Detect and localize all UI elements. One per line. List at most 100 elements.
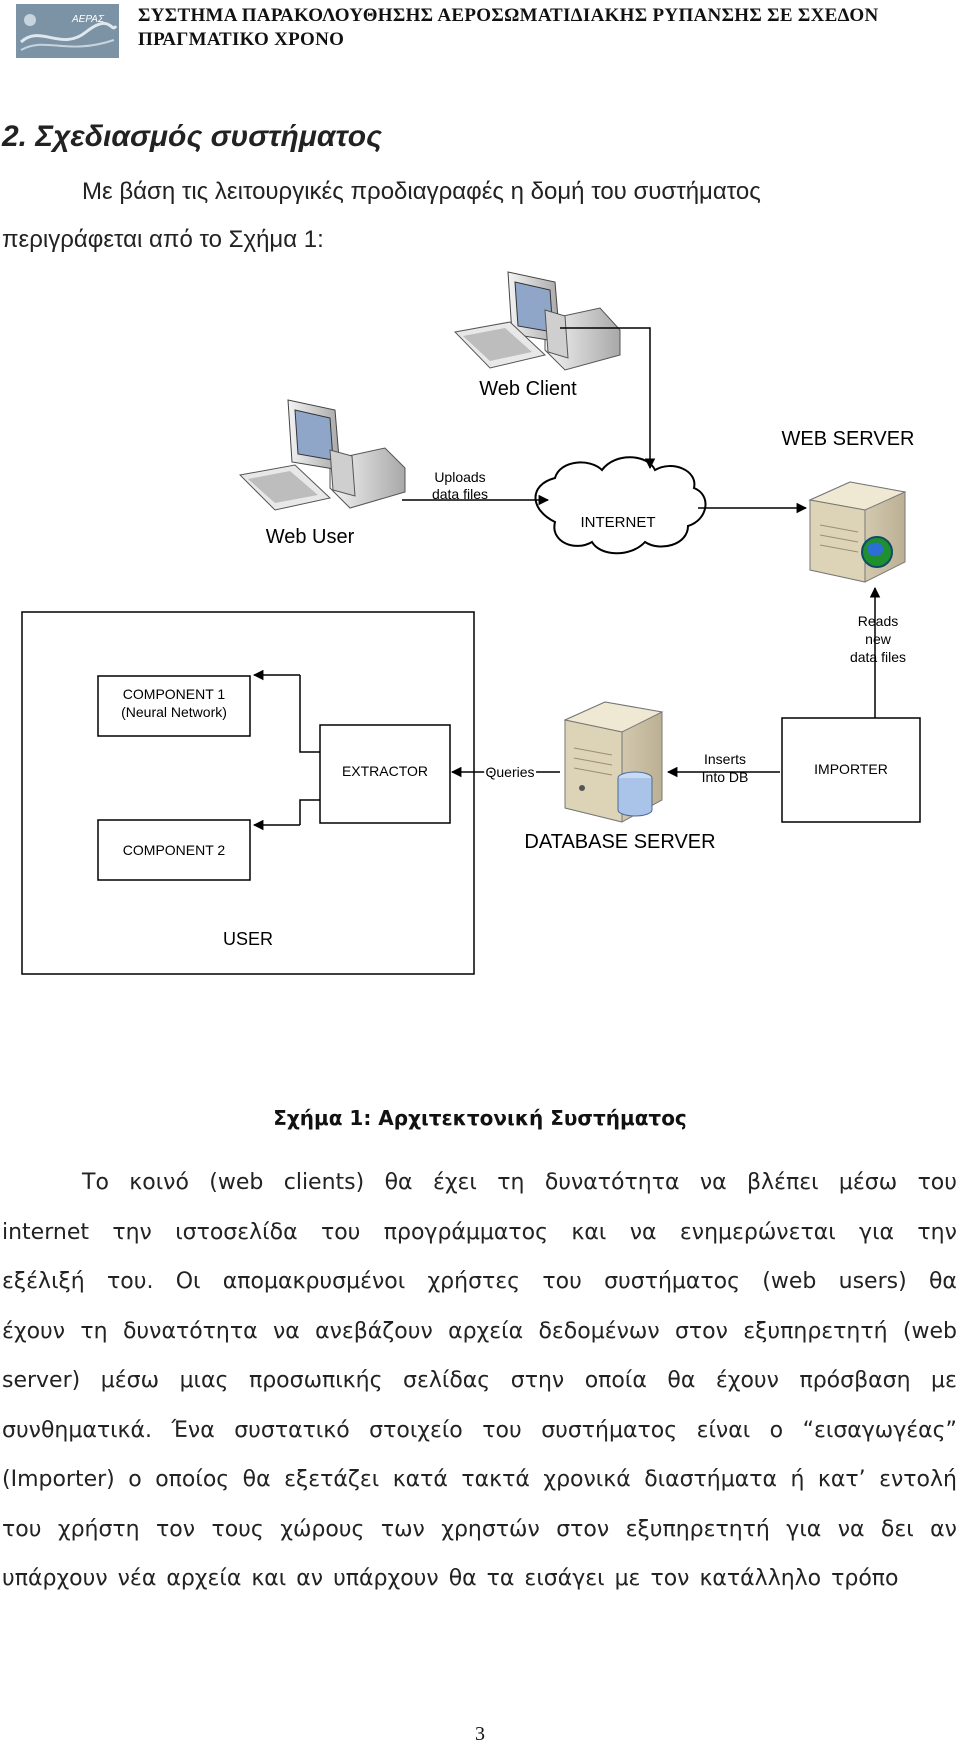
body-word: κατ’	[817, 1467, 866, 1492]
queries-label: Queries	[485, 764, 534, 780]
body-word: δεδομένων	[538, 1318, 660, 1344]
importer-label: IMPORTER	[814, 761, 888, 777]
body-word: συνθηματικά.	[2, 1417, 153, 1443]
intro-paragraph: Με βάση τις λειτουργικές προδιαγραφές η …	[2, 168, 942, 264]
body-word: υπάρχουν	[2, 1566, 108, 1591]
body-word: μέσω	[100, 1368, 160, 1393]
database-server-label: DATABASE SERVER	[524, 831, 715, 853]
body-word: κατά	[392, 1467, 448, 1492]
body-word: δει	[880, 1516, 914, 1542]
extractor-to-component2-arrow	[299, 799, 320, 825]
web-server-label: WEB SERVER	[782, 428, 915, 450]
body-word: τακτά	[461, 1467, 530, 1492]
body-word: εντολή	[879, 1467, 957, 1492]
page-header: ΑΕΡΑΣ ΣΥΣΤΗΜΑ ΠΑΡΑΚΟΛΟΥΘΗΣΗΣ ΑΕΡΟΣΩΜΑΤΙΔ…	[14, 4, 944, 60]
body-word: προγράμματος	[383, 1219, 549, 1245]
body-word: τον	[650, 1566, 690, 1591]
body-word: εξυπηρετητή	[743, 1318, 888, 1344]
body-word: χρήστη	[57, 1516, 140, 1542]
body-word: και	[251, 1566, 287, 1591]
architecture-diagram: Web Client Web User Uploads data files I…	[21, 271, 921, 975]
body-word: του.	[107, 1269, 154, 1294]
database-server-icon	[563, 701, 664, 823]
header-title-line2: ΠΡΑΓΜΑΤΙΚΟ ΧΡΟΝΟ	[138, 29, 345, 50]
web-client-label: Web Client	[479, 378, 577, 400]
body-word: τους	[211, 1516, 264, 1542]
reads-label-1: Reads	[858, 613, 898, 629]
component1-label-1: COMPONENT 1	[123, 686, 226, 702]
extractor-to-component1-arrow	[299, 675, 320, 753]
body-word: και	[571, 1219, 607, 1245]
reads-label-3: data files	[850, 649, 906, 665]
intro-line-2: περιγράφεται από το Σχήμα 1:	[2, 226, 324, 253]
section-title: 2. Σχεδιασμός συστήματος	[2, 120, 383, 153]
body-word: δυνατότητα	[544, 1170, 680, 1195]
body-word: (web	[209, 1170, 264, 1195]
body-word: αρχεία	[166, 1566, 242, 1591]
body-word: για	[859, 1219, 895, 1245]
body-word: θα	[384, 1170, 413, 1195]
body-word: users)	[838, 1269, 907, 1294]
body-word: clients)	[283, 1170, 365, 1195]
body-word: θα	[242, 1467, 271, 1492]
component2-box	[97, 819, 251, 881]
body-word: διαστήματα	[644, 1467, 777, 1492]
uploads-label-1: Uploads	[434, 469, 485, 485]
header-title-line1: ΣΥΣΤΗΜΑ ΠΑΡΑΚΟΛΟΥΘΗΣΗΣ ΑΕΡΟΣΩΜΑΤΙΔΙΑΚΗΣ …	[138, 5, 879, 26]
body-word: αρχεία	[448, 1318, 524, 1344]
body-word: στον	[674, 1318, 728, 1344]
body-word: τα	[486, 1566, 515, 1591]
inserts-label-2: Into DB	[702, 769, 749, 785]
body-word: κατάλληλο	[699, 1566, 822, 1591]
body-word: μέσω	[838, 1170, 898, 1195]
body-word: προσωπικής	[248, 1368, 383, 1393]
body-word: υπάρχουν	[333, 1566, 439, 1591]
body-word: αν	[930, 1516, 957, 1542]
body-word: απομακρυσμένοι	[222, 1269, 406, 1294]
body-word: server)	[2, 1368, 81, 1393]
body-word: συστήματος	[541, 1417, 678, 1443]
body-word: έχουν	[2, 1318, 66, 1344]
component1-label-2: (Neural Network)	[121, 704, 227, 720]
body-word: οποίος	[155, 1467, 230, 1492]
body-word: του	[2, 1516, 42, 1542]
internet-label: INTERNET	[581, 514, 656, 531]
web-client-computer-icon	[453, 271, 621, 371]
header-title: ΣΥΣΤΗΜΑ ΠΑΡΑΚΟΛΟΥΘΗΣΗΣ ΑΕΡΟΣΩΜΑΤΙΔΙΑΚΗΣ …	[138, 4, 878, 52]
body-word: εξετάζει	[284, 1467, 380, 1492]
internet-cloud-icon	[534, 456, 707, 555]
extractor-label: EXTRACTOR	[342, 763, 428, 779]
body-word: χρηστών	[441, 1516, 540, 1542]
body-word: χρονικά	[543, 1467, 631, 1492]
figure-caption: Σχήμα 1: Αρχιτεκτονική Συστήματος	[273, 1106, 687, 1130]
body-word: (web	[902, 1318, 957, 1344]
body-word: μιας	[179, 1368, 229, 1393]
body-word: συστήματος	[604, 1269, 740, 1294]
body-word: σελίδας	[403, 1368, 491, 1393]
body-word: έχει	[432, 1170, 477, 1195]
body-word: στοιχείο	[369, 1417, 463, 1443]
body-word: να	[629, 1219, 657, 1245]
body-word: τη	[497, 1170, 525, 1195]
body-word: του	[320, 1219, 361, 1245]
body-word: Το	[82, 1170, 109, 1195]
body-word: για	[786, 1516, 822, 1542]
body-word: είναι	[696, 1417, 751, 1443]
body-word: ανεβάζουν	[315, 1318, 433, 1344]
web-user-computer-icon	[238, 399, 406, 511]
body-word: ή	[790, 1467, 805, 1492]
body-word: Οι	[175, 1269, 201, 1294]
body-word: την	[917, 1219, 957, 1245]
body-word: εισάγει	[524, 1566, 605, 1591]
extractor-box	[319, 724, 451, 824]
reads-label-2: new	[865, 631, 892, 647]
body-word: του	[482, 1417, 522, 1443]
body-word: χώρους	[280, 1516, 365, 1542]
body-word: έχουν	[715, 1368, 779, 1393]
body-word: θα	[928, 1269, 957, 1294]
